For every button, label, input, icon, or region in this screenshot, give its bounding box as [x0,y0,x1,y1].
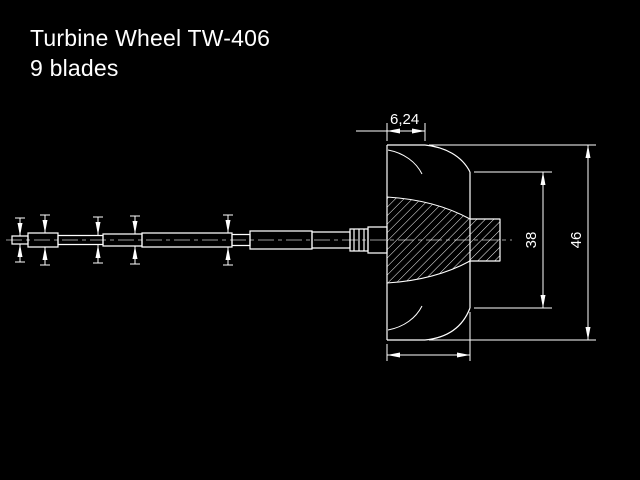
title-line-1: Turbine Wheel TW-406 [30,25,271,51]
dim-label-exducer-diameter: 38 [523,232,540,249]
dim-tip-width [356,123,425,141]
dim-axial-length [387,312,470,361]
drawing-title: Turbine Wheel TW-406 9 blades [30,24,270,84]
title-line-2: 9 blades [30,54,119,81]
shaft-diameter-arrows [15,215,233,265]
dim-label-outer-diameter: 46 [568,232,585,249]
dim-outer-diameter [429,145,596,340]
hub-section-hatch [387,197,500,283]
shaft-outline [12,227,387,253]
dim-label-tip-width: 6,24 [390,111,419,128]
dim-exducer-diameter [474,172,552,308]
